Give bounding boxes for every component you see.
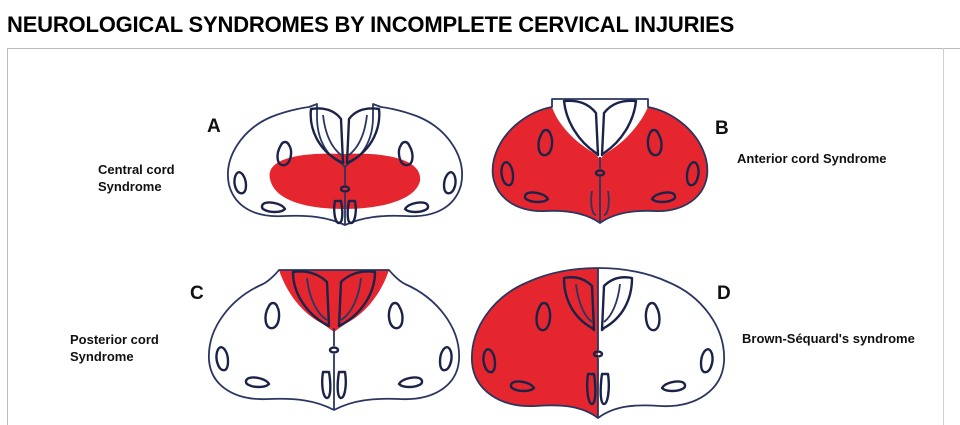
panel-c-label: Posterior cord Syndrome	[70, 331, 159, 365]
panel-c-label-line1: Posterior cord	[70, 331, 159, 348]
panel-b-label: Anterior cord Syndrome	[737, 150, 887, 167]
panel-c-letter: C	[190, 283, 204, 305]
panel-a-label-line1: Central cord	[98, 161, 175, 178]
left-rule	[7, 48, 8, 425]
panel-c-lesion	[279, 270, 389, 332]
right-rule	[943, 48, 944, 425]
panel-d-cord-section	[470, 264, 730, 422]
panel-a-label-line2: Syndrome	[98, 178, 175, 195]
panel-d-label-line1: Brown-Séquard's syndrome	[742, 330, 915, 347]
panel-c-label-line2: Syndrome	[70, 348, 159, 365]
panel-a-letter: A	[207, 116, 221, 138]
panel-b-cord-section	[488, 95, 713, 230]
panel-d-label: Brown-Séquard's syndrome	[742, 330, 915, 347]
figure-title: NEUROLOGICAL SYNDROMES BY INCOMPLETE CER…	[7, 12, 734, 38]
panel-a-cord-section	[225, 97, 465, 245]
top-rule	[7, 48, 960, 49]
panel-a-label: Central cord Syndrome	[98, 161, 175, 195]
panel-b-letter: B	[715, 118, 729, 140]
panel-c-cord-section	[205, 262, 463, 414]
panel-b-label-line1: Anterior cord Syndrome	[737, 150, 887, 167]
